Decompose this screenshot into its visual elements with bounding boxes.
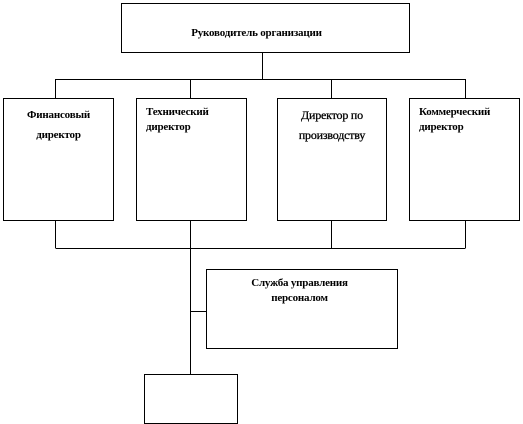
production-director-box: Директор по производству	[277, 98, 387, 221]
production-director-label: Директор по производству	[298, 108, 366, 142]
commercial-director-label: Коммерческий директор	[419, 106, 491, 133]
financial-director-label: Финансовый директор	[27, 109, 90, 141]
commercial-director-box: Коммерческий директор	[409, 98, 520, 221]
technical-director-box: Технический директор	[136, 98, 247, 221]
head-of-organization-label: Руководитель организации	[191, 27, 322, 39]
hr-service-box: Служба управления персоналом	[206, 269, 398, 349]
head-of-organization-box: Руководитель организации	[121, 3, 410, 53]
bottom-unit-box	[144, 374, 238, 424]
technical-director-label: Технический директор	[146, 106, 209, 133]
financial-director-box: Финансовый директор	[3, 98, 114, 221]
hr-service-label: Служба управления персоналом	[251, 277, 348, 304]
